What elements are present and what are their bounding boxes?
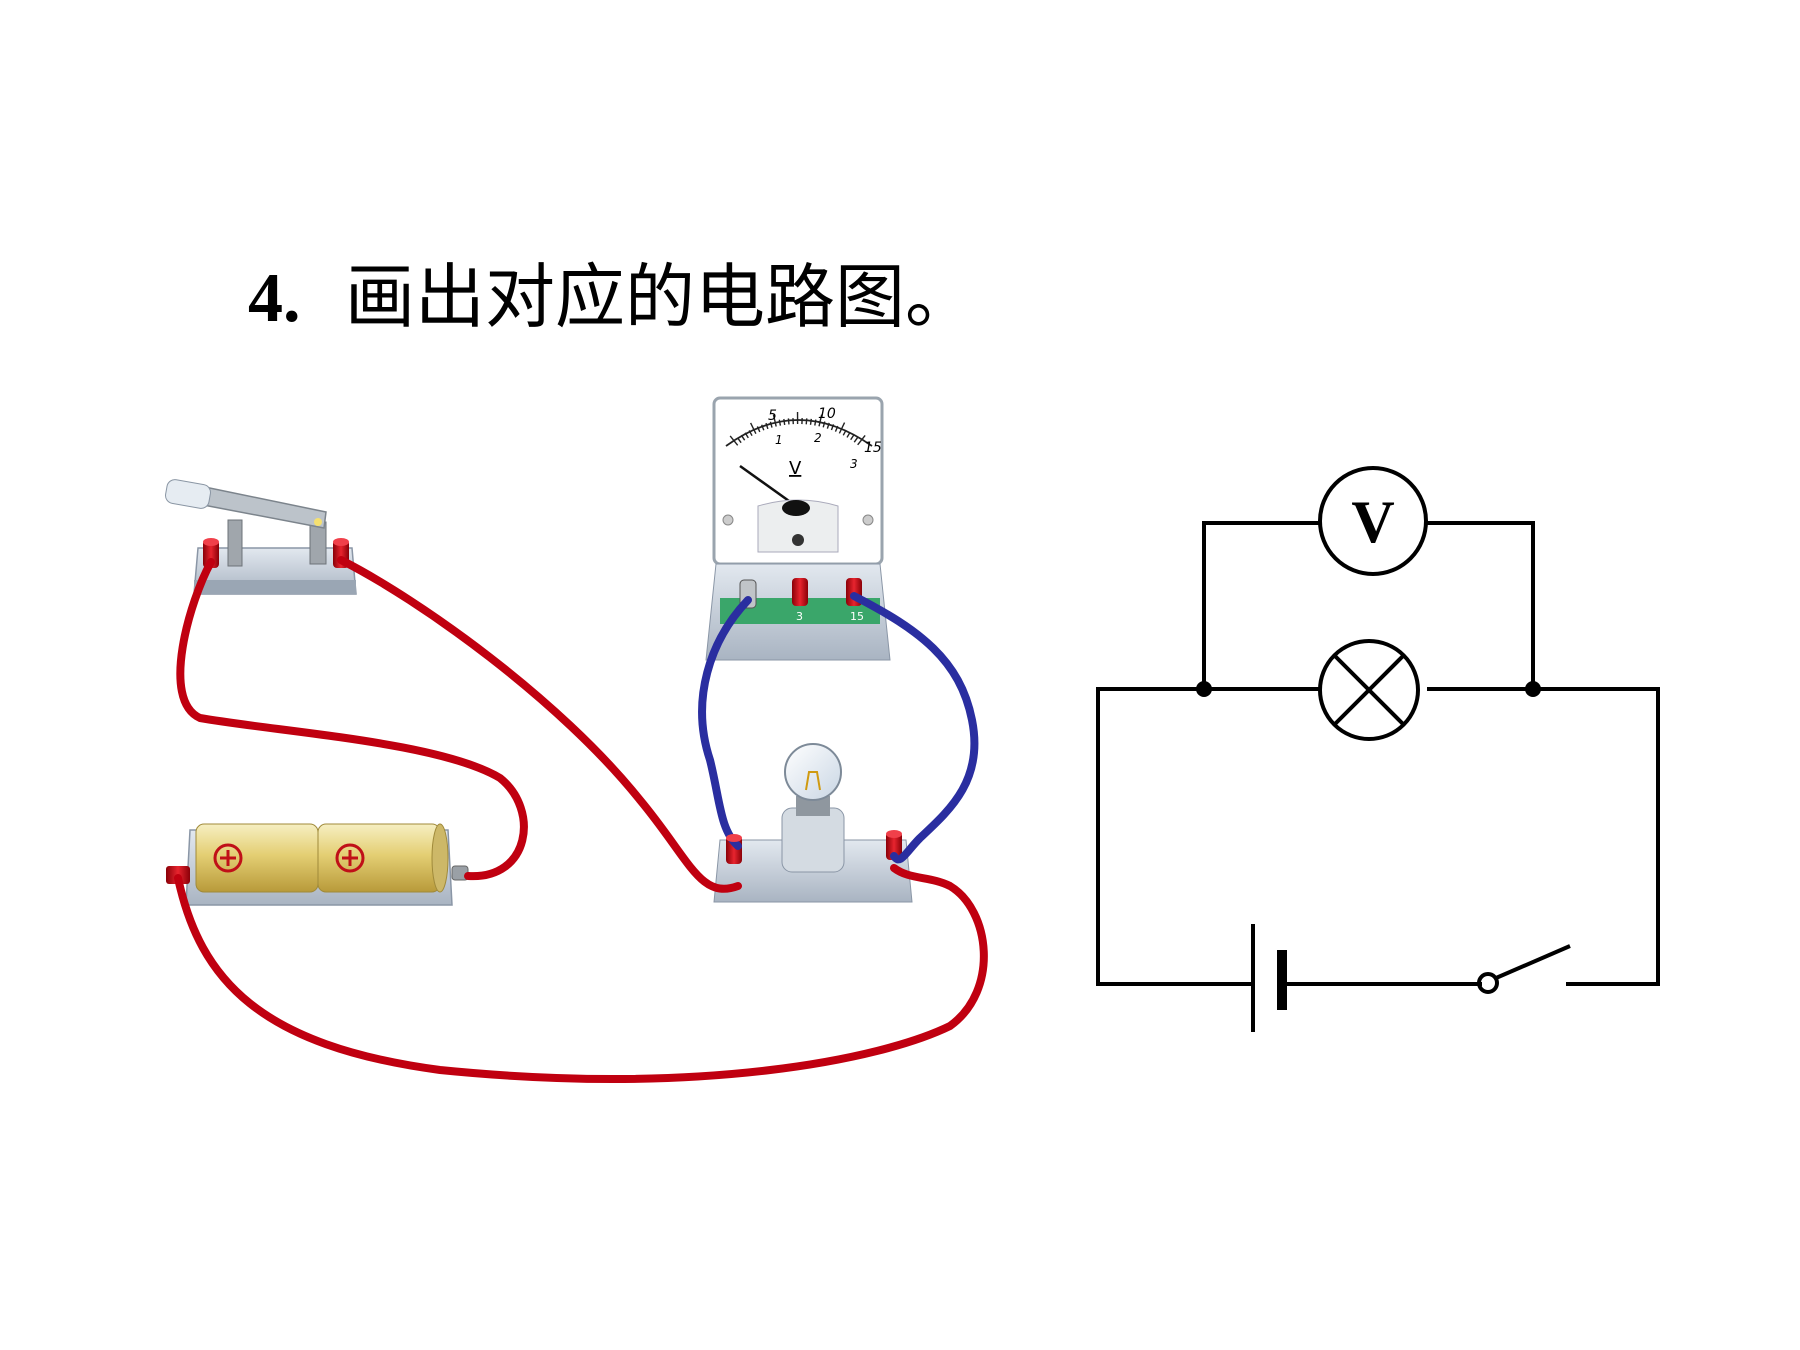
question-number: 4 <box>248 260 283 337</box>
scale-tick <box>850 434 855 441</box>
scale-tick <box>826 422 830 429</box>
scale-tick <box>772 414 777 427</box>
knife-switch[interactable] <box>164 478 357 595</box>
voltmeter-scale-arc <box>725 419 873 447</box>
plus-icon <box>335 843 365 873</box>
schematic-wire <box>1202 521 1320 689</box>
circuit-schematic <box>1096 466 1660 1032</box>
switch-hinge <box>227 519 243 567</box>
schematic-wire <box>1096 687 1255 986</box>
scale-tick <box>748 430 753 437</box>
switch-handle-icon[interactable] <box>164 478 211 509</box>
scale-tick <box>830 424 835 431</box>
scale-tick <box>857 434 866 446</box>
screw-icon <box>722 514 734 526</box>
plus-icon <box>213 843 243 873</box>
wire-blue-meter-to-bulb-right <box>850 592 979 864</box>
scale-tick <box>805 418 808 425</box>
scale-tick <box>842 429 847 436</box>
scale-tick <box>809 418 812 425</box>
voltmeter-scale-label: 5 <box>768 408 777 424</box>
scale-tick <box>853 436 859 443</box>
schematic-voltmeter-label: V <box>1351 489 1394 555</box>
switch-blade <box>197 485 327 529</box>
scale-tick <box>822 421 826 428</box>
switch-pivot <box>314 518 322 526</box>
voltmeter-scale-label: 1 <box>775 433 783 447</box>
question-title: 4. 画出对应的电路图。 <box>248 262 975 334</box>
schematic-wire <box>1427 521 1535 689</box>
voltmeter[interactable]: 5 10 15 1 2 3 V - 3 15 <box>705 396 891 661</box>
wire-red-battery-to-bulb <box>174 864 988 1083</box>
schematic-junction-dot <box>1196 681 1212 697</box>
scale-tick <box>756 426 761 433</box>
wire-blue-meter-to-bulb-left <box>698 596 752 850</box>
scale-tick <box>783 418 786 426</box>
voltmeter-scale-label: 15 <box>864 440 882 456</box>
scale-tick <box>749 422 757 435</box>
scale-tick <box>744 432 749 439</box>
scale-tick <box>818 414 823 427</box>
voltmeter-needle <box>739 464 797 508</box>
question-text: 画出对应的电路图。 <box>345 256 976 338</box>
battery-pack[interactable] <box>166 823 469 906</box>
terminal-label: 3 <box>796 610 803 623</box>
scale-tick <box>846 431 851 438</box>
voltmeter-terminal-3[interactable] <box>792 578 808 606</box>
scale-tick <box>736 437 742 444</box>
wire-red-switch-to-battery <box>176 558 528 881</box>
scale-tick <box>814 419 817 426</box>
zero-adjust-screw-icon[interactable] <box>792 534 804 546</box>
question-separator: . <box>283 260 301 337</box>
schematic-lamp-icon <box>1318 639 1420 741</box>
scale-tick <box>769 421 773 428</box>
scale-tick <box>838 422 846 434</box>
voltmeter-scale-label: 10 <box>818 406 836 422</box>
light-bulb[interactable] <box>713 743 913 903</box>
scale-tick <box>729 435 739 446</box>
scale-tick <box>765 422 769 430</box>
scale-tick <box>778 419 782 426</box>
switch-base-front <box>194 580 356 594</box>
voltmeter-scale-label: 2 <box>814 431 822 445</box>
bulb-socket <box>781 807 845 873</box>
schematic-junction-dot <box>1525 681 1541 697</box>
scale-tick <box>787 418 790 425</box>
voltmeter-scale-label: 3 <box>850 457 858 471</box>
scale-tick <box>740 434 746 441</box>
wire-red-switch-to-bulb <box>337 556 742 893</box>
scale-tick <box>834 425 839 432</box>
schematic-wire <box>1530 687 1660 986</box>
schematic-voltmeter-icon <box>1318 466 1428 576</box>
voltmeter-scale-ticks <box>729 411 866 446</box>
scale-tick <box>761 424 765 431</box>
bulb-terminal-right[interactable] <box>886 832 902 860</box>
terminal-label: 15 <box>850 610 864 623</box>
screw-icon <box>862 514 874 526</box>
schematic-battery-icon <box>1251 924 1482 1032</box>
voltmeter-unit-label: V <box>789 458 802 479</box>
schematic-switch-icon <box>1477 944 1571 994</box>
